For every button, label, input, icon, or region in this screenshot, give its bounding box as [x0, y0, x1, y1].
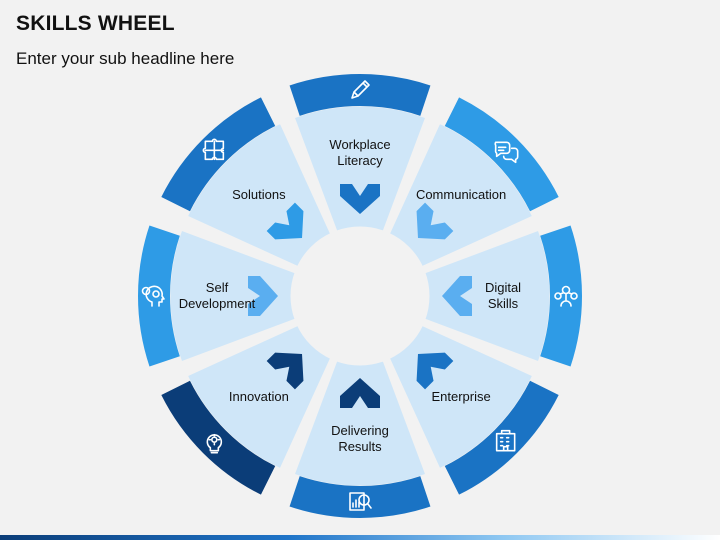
segment-arrow [248, 276, 278, 316]
wheel-segment: Solutions [161, 97, 334, 270]
bottom-accent-bar [0, 535, 720, 540]
puzzle-icon [202, 138, 225, 161]
segment-label: Solutions [232, 187, 286, 202]
segment-label-line: Delivering [331, 423, 389, 438]
segment-arrow [442, 276, 472, 316]
segment-arrow [266, 202, 304, 240]
segment-label-line: Communication [416, 187, 506, 202]
segment-label-line: Skills [488, 296, 519, 311]
chat-bubbles-icon [494, 141, 519, 164]
segment-label: Innovation [229, 389, 289, 404]
segment-label-line: Digital [485, 280, 521, 295]
head-gear-icon [141, 285, 165, 307]
segment-label-line: Results [338, 439, 382, 454]
segment-ring [444, 97, 559, 212]
segment-arrow [340, 378, 380, 408]
wheel-segment: Communication [386, 97, 559, 270]
segment-label: Enterprise [431, 389, 490, 404]
wheel-segment: Enterprise [386, 322, 559, 495]
segment-label-line: Enterprise [431, 389, 490, 404]
segment-arrow [416, 352, 454, 390]
segment-label-line: Literacy [337, 153, 383, 168]
segment-label-line: Self [206, 280, 229, 295]
segment-label-line: Innovation [229, 389, 289, 404]
page-title: SKILLS WHEEL [16, 12, 175, 35]
building-icon [495, 429, 516, 452]
segment-label-line: Development [179, 296, 256, 311]
wheel-segment: Innovation [161, 322, 334, 495]
chart-magnifier-icon [349, 492, 372, 511]
segment-arrow [416, 202, 454, 240]
segment-label: Communication [416, 187, 506, 202]
lightbulb-gear-icon [206, 433, 223, 454]
pencil-icon [351, 80, 370, 99]
people-network-icon [554, 285, 578, 307]
segment-ring [161, 380, 276, 495]
segment-label-line: Workplace [329, 137, 390, 152]
page-subtitle: Enter your sub headline here [16, 49, 235, 68]
segment-label-line: Solutions [232, 187, 286, 202]
segment-arrow [266, 352, 304, 390]
segment-arrow [340, 184, 380, 214]
segment-ring [161, 97, 276, 212]
